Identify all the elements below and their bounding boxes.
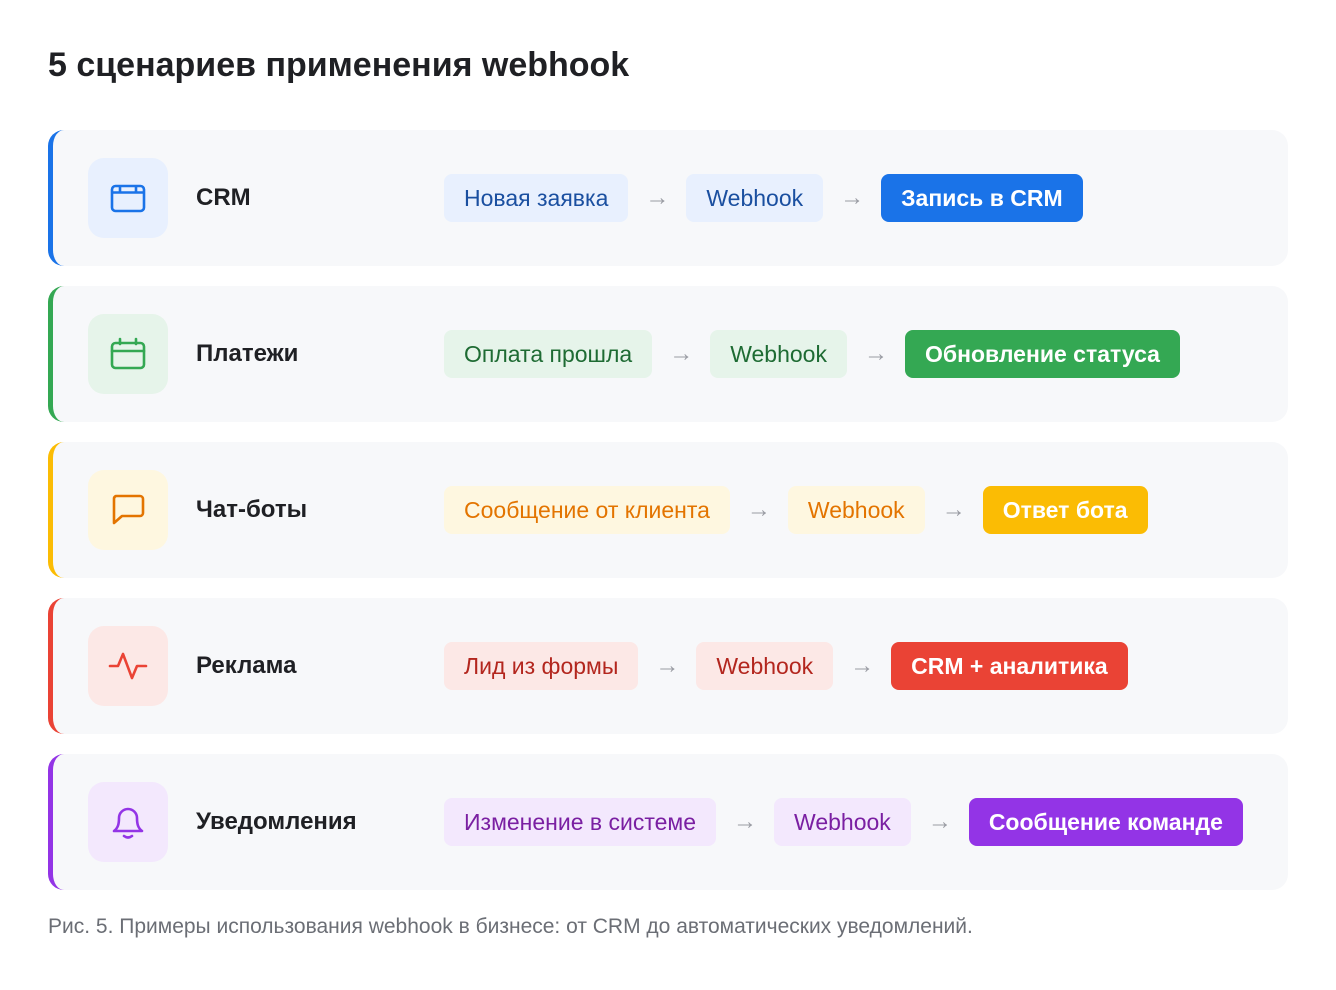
scenario-card-ads: Реклама Лид из формы → Webhook → CRM + а… [48,598,1288,734]
flow-step-trigger: Лид из формы [444,642,639,690]
flow-step-trigger: Оплата прошла [444,330,653,378]
arrow-right-icon: → [645,184,670,211]
arrow-right-icon: → [927,808,952,835]
scenario-card-payments: Платежи Оплата прошла → Webhook → Обновл… [48,286,1288,422]
scenario-flow: Новая заявка → Webhook → Запись в CRM [444,174,1083,222]
calendar-icon [88,314,168,394]
flow-step-webhook: Webhook [696,642,834,690]
flow-step-result: Ответ бота [982,486,1148,534]
flow-step-result: Обновление статуса [904,330,1180,378]
scenario-title: CRM [196,184,251,211]
flow-step-trigger: Новая заявка [444,174,629,222]
flow-step-webhook: Webhook [787,486,925,534]
arrow-right-icon: → [863,340,888,367]
chat-bubble-icon [88,470,168,550]
arrow-right-icon: → [655,652,680,679]
flow-step-webhook: Webhook [774,798,911,846]
scenario-title: Чат-боты [196,496,308,523]
figure-caption: Рис. 5. Примеры использования webhook в … [48,915,973,938]
page-title: 5 сценариев применения webhook [48,46,630,84]
arrow-right-icon: → [733,808,758,835]
scenario-flow: Лид из формы → Webhook → CRM + аналитика [444,642,1128,690]
flow-step-result: Запись в CRM [881,174,1083,222]
scenario-title: Уведомления [196,808,357,835]
scenario-card-notifications: Уведомления Изменение в системе → Webhoo… [48,754,1288,890]
bell-icon [88,782,168,862]
scenario-title: Платежи [196,340,299,367]
flow-step-webhook: Webhook [710,330,847,378]
arrow-right-icon: → [669,340,694,367]
flow-step-result: Сообщение команде [968,798,1243,846]
pulse-activity-icon [88,626,168,706]
scenario-flow: Изменение в системе → Webhook → Сообщени… [444,798,1243,846]
scenario-flow: Сообщение от клиента → Webhook → Ответ б… [444,486,1148,534]
arrow-right-icon: → [850,652,875,679]
flow-step-trigger: Сообщение от клиента [444,486,730,534]
scenario-card-crm: CRM Новая заявка → Webhook → Запись в CR… [48,130,1288,266]
scenario-list: CRM Новая заявка → Webhook → Запись в CR… [48,130,1288,910]
flow-step-webhook: Webhook [686,174,824,222]
arrow-right-icon: → [840,184,865,211]
arrow-right-icon: → [941,496,966,523]
scenario-title: Реклама [196,652,297,679]
arrow-right-icon: → [746,496,771,523]
browser-window-icon [88,158,168,238]
flow-step-result: CRM + аналитика [891,642,1128,690]
scenario-card-chatbots: Чат-боты Сообщение от клиента → Webhook … [48,442,1288,578]
scenario-flow: Оплата прошла → Webhook → Обновление ста… [444,330,1180,378]
flow-step-trigger: Изменение в системе [444,798,717,846]
